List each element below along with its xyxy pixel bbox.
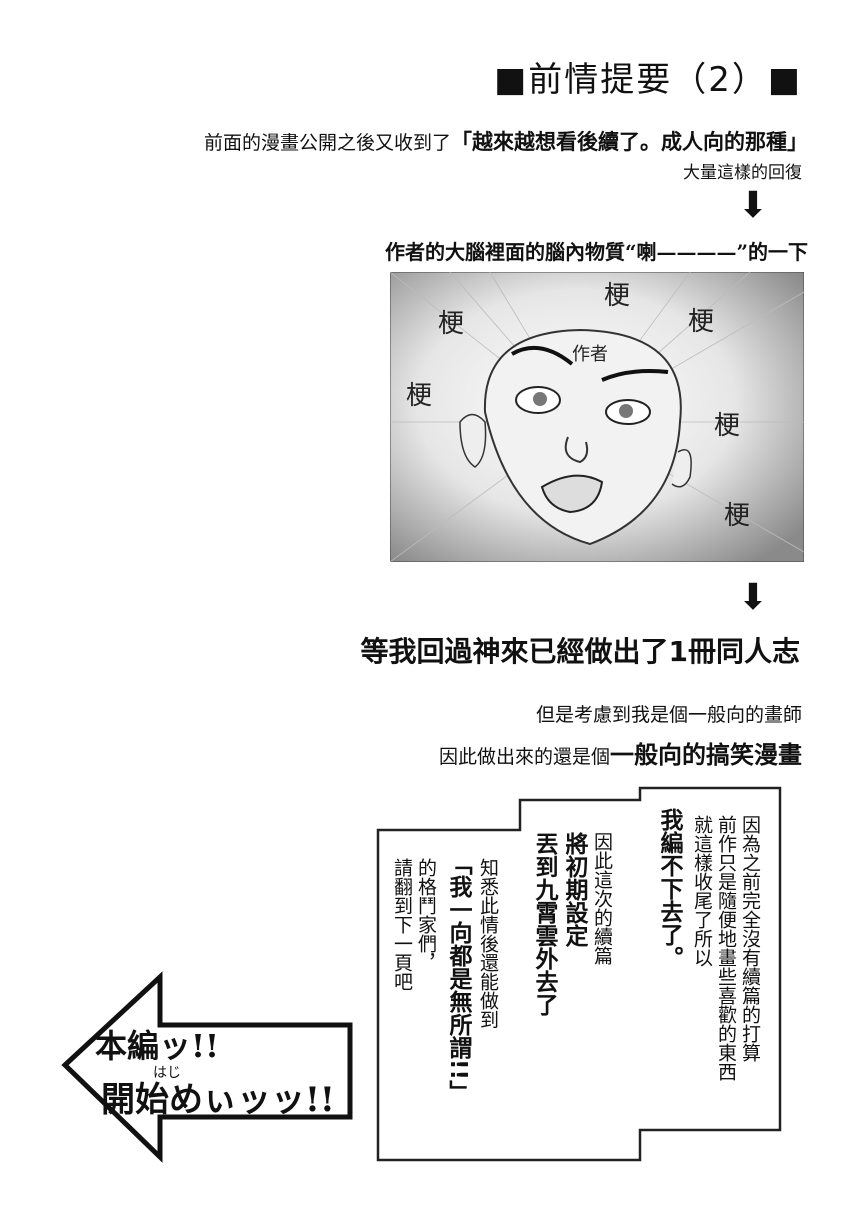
next-page-arrow-sign: 本編ッ!! はじ 開始めぃッッ!! (61, 971, 353, 1163)
intro-prefix: 前面的漫畫公開之後又收到了 (203, 132, 451, 154)
intro-quote: 「越來越想看後續了。成人向的那種」 (451, 130, 808, 154)
box-col-10: 的格鬥家們， (415, 858, 437, 972)
sfx-1: 梗 (438, 309, 464, 339)
author-face (459, 328, 692, 546)
sign-ruby: はじ (153, 1065, 181, 1081)
intro-line: 前面的漫畫公開之後又收到了「越來越想看後續了。成人向的那種」 (204, 126, 808, 156)
note-line-1: 但是考慮到我是個一般向的畫師 (535, 704, 802, 726)
note-line-2: 因此做出來的還是個一般向的搞笑漫畫 (439, 735, 802, 770)
sfx-3: 梗 (688, 307, 714, 337)
box-col-4: 我編不下去了。 (656, 808, 682, 969)
box-col-6: 將初期設定 (561, 832, 587, 947)
note-prefix: 因此做出來的還是個 (438, 746, 610, 768)
down-arrow-icon: ⬇ (737, 185, 768, 226)
note-emphasis: 一般向的搞笑漫畫 (610, 741, 802, 769)
result-line: 等我回過神來已經做出了1冊同人志 (360, 635, 800, 668)
author-label: 作者 (572, 344, 608, 365)
sign-line-1: 本編ッ!! (95, 1027, 219, 1065)
box-col-7: 丟到九霄雲外去了 (531, 832, 557, 1016)
sfx-6: 梗 (724, 501, 750, 531)
page-title: ■前情提要（2）■ (494, 60, 802, 100)
sfx-2: 梗 (604, 281, 630, 311)
box-col-9: 「我一向都是無所謂!!」 (445, 852, 471, 1103)
brain-line: 作者的大腦裡面的腦內物質“喇————”的一下 (384, 240, 808, 264)
author-face-illustration: 作者 梗 梗 梗 梗 梗 梗 (390, 272, 804, 562)
box-col-11: 請翻到下一頁吧 (391, 858, 413, 991)
box-col-1: 因為之前完全沒有續篇的打算 (739, 815, 761, 1062)
down-arrow-icon-2: ⬇ (737, 577, 768, 618)
intro-suffix: 大量這樣的回復 (683, 163, 802, 183)
sfx-4: 梗 (406, 381, 432, 411)
box-col-8: 知悉此情後還能做到 (477, 858, 499, 1029)
sfx-5: 梗 (714, 411, 740, 441)
sign-line-2: 開始めぃッッ!! (101, 1080, 335, 1120)
box-col-5: 因此這次的續篇 (591, 832, 613, 965)
box-col-2: 前作只是隨便地畫些喜歡的東西 (715, 815, 737, 1081)
box-col-3: 就這樣收尾了所以 (691, 815, 713, 967)
